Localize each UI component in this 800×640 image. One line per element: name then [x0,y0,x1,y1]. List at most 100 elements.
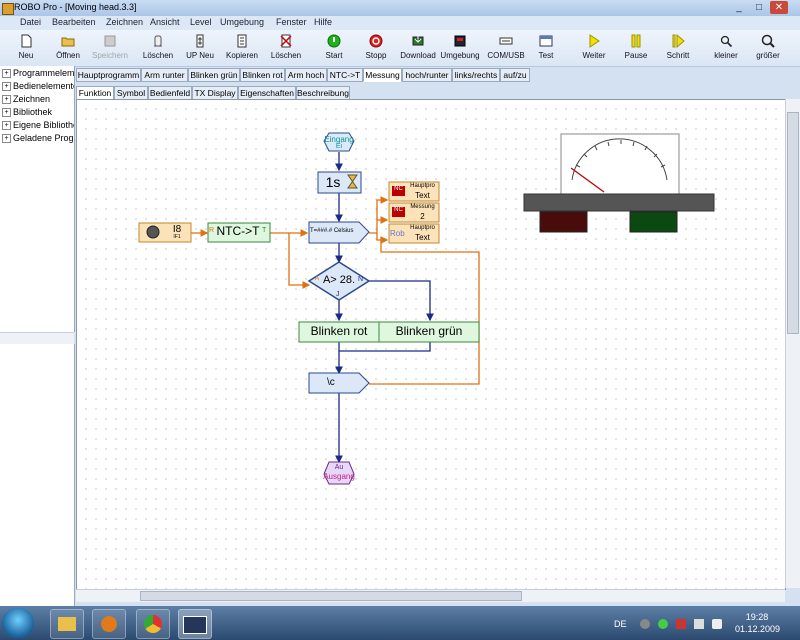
tray-security-icon[interactable] [676,619,686,629]
tab-symbol[interactable]: Symbol [114,86,148,100]
tab-bedienfeld[interactable]: Bedienfeld [148,86,192,100]
menu-bearbeiten[interactable]: Bearbeiten [52,17,96,27]
menu-datei[interactable]: Datei [20,17,42,27]
tab-tx-display[interactable]: TX Display [192,86,238,100]
tree-item-zeichnen[interactable]: +Zeichnen [2,94,74,106]
environment-button[interactable]: Umgebung [438,34,482,64]
robopro-taskbar-icon[interactable] [178,609,212,639]
step-button[interactable]: Schritt [656,34,700,64]
tab-ntc-t[interactable]: NTC->T [327,68,363,82]
continue-button[interactable]: Weiter [572,34,616,64]
app-icon[interactable] [2,3,14,15]
tab-funktion[interactable]: Funktion [76,86,114,100]
com-usb-button[interactable]: COM/USB [484,34,528,64]
tree-item-eigene-bibliothek[interactable]: +Eigene Bibliothek [2,120,74,132]
start-green-icon [327,34,341,48]
command-text: T=###.# Celsius [310,228,354,234]
tab-hoch-runter[interactable]: hoch/runter [402,68,452,82]
delete-hand-icon [154,35,162,47]
close-button[interactable]: ✕ [770,1,788,14]
menu-bar: Datei Bearbeiten Zeichnen Ansicht Level … [0,16,800,31]
flowchart [138,132,715,485]
tree-item-geladene-programme[interactable]: +Geladene Programme [2,133,74,145]
tray-volume-icon[interactable] [712,619,722,629]
sensor-input-element[interactable] [138,222,192,243]
delete-hand-button[interactable]: Löschen [136,34,180,64]
tab-arm-runter[interactable]: Arm runter [141,68,188,82]
command-element[interactable] [308,221,370,244]
up-new-label: UP Neu [186,51,214,60]
start-element[interactable] [323,132,355,152]
open-button[interactable]: Öffnen [46,34,90,64]
chrome-taskbar-icon[interactable] [136,609,170,639]
menu-ansicht[interactable]: Ansicht [150,17,180,27]
expand-icon[interactable]: + [2,69,11,79]
menu-hilfe[interactable]: Hilfe [314,17,333,27]
start-button[interactable]: Start [312,34,356,64]
pause-button[interactable]: Pause [614,34,658,64]
explorer-taskbar-icon[interactable] [50,609,84,639]
end-element[interactable] [323,461,355,485]
gauge-needle [570,167,605,193]
vertical-scroll-thumb[interactable] [787,112,799,334]
input-language[interactable]: DE [614,619,627,629]
tab-messung[interactable]: Messung [363,68,402,82]
tab-arm-hoch[interactable]: Arm hoch [285,68,327,82]
delete-x-button[interactable]: Löschen [264,34,308,64]
stop-button[interactable]: Stopp [354,34,398,64]
maximize-button[interactable]: □ [755,2,763,13]
expand-icon[interactable]: + [2,108,11,118]
horizontal-scroll-thumb[interactable] [140,591,522,601]
new-button[interactable]: Neu [4,34,48,64]
up-new-button[interactable]: UP Neu [178,34,222,64]
minimize-button[interactable]: _ [736,2,742,13]
menu-umgebung[interactable]: Umgebung [220,17,265,27]
tab-beschreibung[interactable]: Beschreibung [296,86,350,100]
tray-arrow-icon[interactable] [640,619,650,629]
display-3[interactable] [388,223,440,244]
download-button[interactable]: Download [396,34,440,64]
copy-button[interactable]: Kopieren [220,34,264,64]
timer-element[interactable] [317,171,362,194]
loop-command-element[interactable] [308,372,370,394]
tab-blinken-rot[interactable]: Blinken rot [240,68,285,82]
menu-fenster[interactable]: Fenster [276,17,307,27]
ntc-label: NTC->T [216,224,260,238]
tree-item-bibliothek[interactable]: +Bibliothek [2,107,74,119]
tree-item-programmelemente[interactable]: +Programmelemente [2,68,74,80]
menu-zeichnen[interactable]: Zeichnen [106,17,144,27]
environment-label: Umgebung [440,51,480,60]
tab-hauptprogramm[interactable]: Hauptprogramm [76,68,141,82]
download-label: Download [400,51,436,60]
system-clock[interactable]: 19:28 01.12.2009 [735,611,780,635]
zoom-in-button[interactable]: größer [746,34,790,64]
tree-item-bedienelemente[interactable]: +Bedienelemente [2,81,74,93]
expand-icon[interactable]: + [2,134,11,144]
blink-green-box[interactable] [378,321,480,343]
expand-icon[interactable]: + [2,95,11,105]
test-button[interactable]: Test [524,34,568,64]
tray-network-icon[interactable] [658,619,668,629]
tab-blinken-gruen[interactable]: Blinken grün [188,68,240,82]
tab-links-rechts[interactable]: links/rechts [452,68,500,82]
tray-battery-icon[interactable] [694,619,704,629]
tree-horizontal-scrollbar[interactable] [0,332,74,345]
menu-level[interactable]: Level [190,17,212,27]
expand-icon[interactable]: + [2,82,11,92]
media-player-taskbar-icon[interactable] [92,609,126,639]
element-tree: +Programmelemente +Bedienelemente +Zeich… [0,66,75,332]
compare-decision-element[interactable] [307,261,371,301]
ntc-right-port: T [262,227,267,234]
save-button[interactable]: Speichern [88,34,132,64]
expand-icon[interactable]: + [2,121,11,131]
windows-start-button[interactable] [2,608,34,638]
zoom-out-button[interactable]: kleiner [704,34,748,64]
tab-eigenschaften[interactable]: Eigenschaften [238,86,296,100]
tree-label: Bedienelemente [13,81,74,91]
display-elements[interactable] [388,181,440,244]
ntc-subprogram-element[interactable] [207,222,271,243]
program-canvas[interactable]: Eingang Ei 1s I8 IF1 R NTC->T T T=###.# … [76,99,786,590]
tab-auf-zu[interactable]: auf/zu [500,68,530,82]
test-window-icon [539,35,553,47]
chrome-icon [144,615,162,633]
